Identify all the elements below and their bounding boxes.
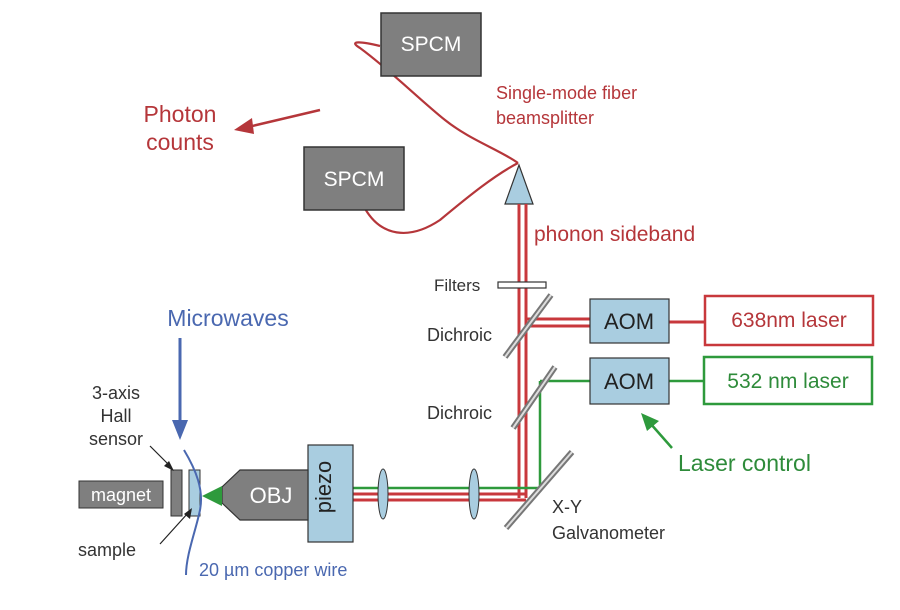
objective-label: OBJ xyxy=(250,483,293,508)
phonon-sideband-label: phonon sideband xyxy=(534,223,695,246)
vertical-red-beam xyxy=(517,204,528,498)
hall-sensor xyxy=(170,469,183,517)
laser-638-label: 638nm laser xyxy=(731,309,847,332)
piezo-label: piezo xyxy=(311,461,336,514)
hall-label-3: sensor xyxy=(89,429,143,449)
dichroic-upper-label: Dichroic xyxy=(427,325,492,345)
piezo: piezo xyxy=(307,444,354,543)
photon-counts-arrow xyxy=(234,108,321,134)
spcm-bottom-label: SPCM xyxy=(324,168,385,191)
lens-left xyxy=(377,468,389,520)
dichroic-upper-edge xyxy=(504,294,552,358)
microwaves-label: Microwaves xyxy=(167,305,288,331)
spcm-top-label: SPCM xyxy=(401,33,462,56)
fiber-label-1: Single-mode fiber xyxy=(496,83,637,103)
aom-green-label: AOM xyxy=(604,369,654,394)
dichroic-lower-edge xyxy=(512,366,556,429)
lens-right xyxy=(468,468,480,520)
magnet-label: magnet xyxy=(91,485,151,505)
objective: OBJ xyxy=(221,469,309,521)
galvo-label-2: Galvanometer xyxy=(552,523,665,543)
galvo-label-1: X-Y xyxy=(552,497,582,517)
laser-control-arrow xyxy=(641,413,673,449)
fiber-label-2: beamsplitter xyxy=(496,108,594,128)
fiber-to-top-spcm xyxy=(354,41,519,164)
aom-red: AOM xyxy=(589,298,670,344)
sample-label: sample xyxy=(78,540,136,560)
photon-counts-label-2: counts xyxy=(146,129,214,155)
filters-label: Filters xyxy=(434,276,480,295)
laser-532-label: 532 nm laser xyxy=(727,370,848,393)
aom-red-label: AOM xyxy=(604,309,654,334)
photon-counts-label-1: Photon xyxy=(144,101,217,127)
hall-label-1: 3-axis xyxy=(92,383,140,403)
dichroic-lower-label: Dichroic xyxy=(427,403,492,423)
microwaves-arrow xyxy=(172,338,188,440)
filters xyxy=(497,281,547,289)
aom-green: AOM xyxy=(589,357,670,405)
laser-control-label: Laser control xyxy=(678,450,811,476)
magnet: magnet xyxy=(78,480,164,509)
sample-pointer xyxy=(159,508,192,545)
copper-wire xyxy=(183,449,202,576)
green-focus-cone xyxy=(202,486,222,506)
fiber-beamsplitter xyxy=(354,41,519,234)
fiber-to-bottom-spcm xyxy=(362,162,519,234)
galvanometer-mirror-edge xyxy=(505,451,573,529)
copper-wire-label: 20 µm copper wire xyxy=(199,560,347,580)
hall-label-2: Hall xyxy=(100,406,131,426)
laser-532: 532 nm laser xyxy=(702,355,874,406)
spcm-top: SPCM xyxy=(380,12,482,77)
hall-pointer xyxy=(149,445,174,471)
fiber-coupler xyxy=(504,163,534,205)
spcm-bottom: SPCM xyxy=(303,146,405,211)
laser-638: 638nm laser xyxy=(703,294,875,347)
